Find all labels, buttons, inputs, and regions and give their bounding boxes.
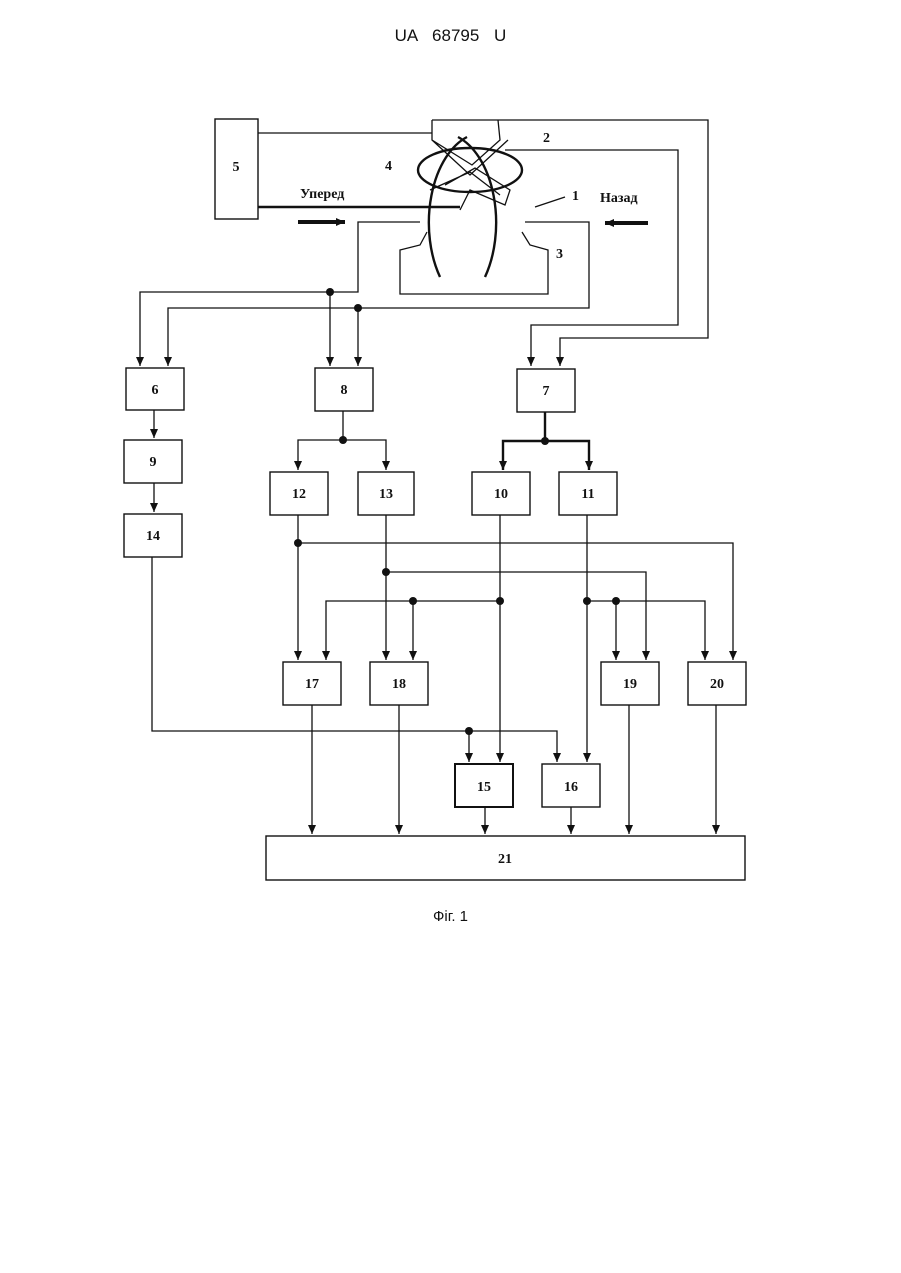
svg-text:21: 21 bbox=[498, 852, 512, 867]
block-8: 8 bbox=[315, 368, 373, 411]
block-20: 20 bbox=[688, 662, 746, 705]
block-10: 10 bbox=[472, 472, 530, 515]
block-11: 11 bbox=[559, 472, 617, 515]
svg-text:19: 19 bbox=[623, 677, 637, 692]
label-sensor-2: 2 bbox=[543, 131, 550, 146]
svg-text:11: 11 bbox=[581, 487, 594, 502]
svg-text:8: 8 bbox=[341, 383, 348, 398]
label-backward: Назад bbox=[600, 191, 638, 206]
label-cross-4: 4 bbox=[385, 159, 392, 174]
link-sensor2-right bbox=[505, 150, 678, 366]
block-17: 17 bbox=[283, 662, 341, 705]
svg-text:13: 13 bbox=[379, 487, 393, 502]
block-21: 21 bbox=[266, 836, 745, 880]
svg-text:16: 16 bbox=[564, 780, 578, 795]
block-5: 5 bbox=[215, 119, 258, 219]
block-14: 14 bbox=[124, 514, 182, 557]
svg-text:10: 10 bbox=[494, 487, 508, 502]
block-16: 16 bbox=[542, 764, 600, 807]
label-forward: Уперед bbox=[300, 187, 344, 202]
svg-text:17: 17 bbox=[305, 677, 319, 692]
svg-text:7: 7 bbox=[543, 384, 550, 399]
svg-text:6: 6 bbox=[152, 383, 159, 398]
coil-ellipse bbox=[418, 148, 522, 192]
sensor-3-left bbox=[400, 232, 548, 294]
block-19: 19 bbox=[601, 662, 659, 705]
junction-dot bbox=[326, 288, 334, 296]
figure-caption: Фіг. 1 bbox=[0, 908, 901, 925]
block-15: 15 bbox=[455, 764, 513, 807]
label-1-pointer bbox=[535, 197, 565, 207]
svg-text:14: 14 bbox=[146, 529, 160, 544]
junction-dot bbox=[354, 304, 362, 312]
svg-text:12: 12 bbox=[292, 487, 306, 502]
block-6: 6 bbox=[126, 368, 184, 410]
block-9: 9 bbox=[124, 440, 182, 483]
connections bbox=[152, 410, 733, 834]
block-12: 12 bbox=[270, 472, 328, 515]
svg-text:9: 9 bbox=[150, 455, 157, 470]
svg-text:15: 15 bbox=[477, 780, 491, 795]
svg-text:20: 20 bbox=[710, 677, 724, 692]
block-7: 7 bbox=[517, 369, 575, 412]
label-wheel-1: 1 bbox=[572, 189, 579, 204]
wheel-1-arc-right bbox=[458, 137, 496, 277]
block-13: 13 bbox=[358, 472, 414, 515]
block-18: 18 bbox=[370, 662, 428, 705]
link-sensor-left bbox=[140, 222, 420, 366]
label-sensor-3: 3 bbox=[556, 247, 563, 262]
link-top-right bbox=[432, 120, 708, 366]
svg-text:5: 5 bbox=[233, 160, 240, 175]
svg-text:18: 18 bbox=[392, 677, 406, 692]
